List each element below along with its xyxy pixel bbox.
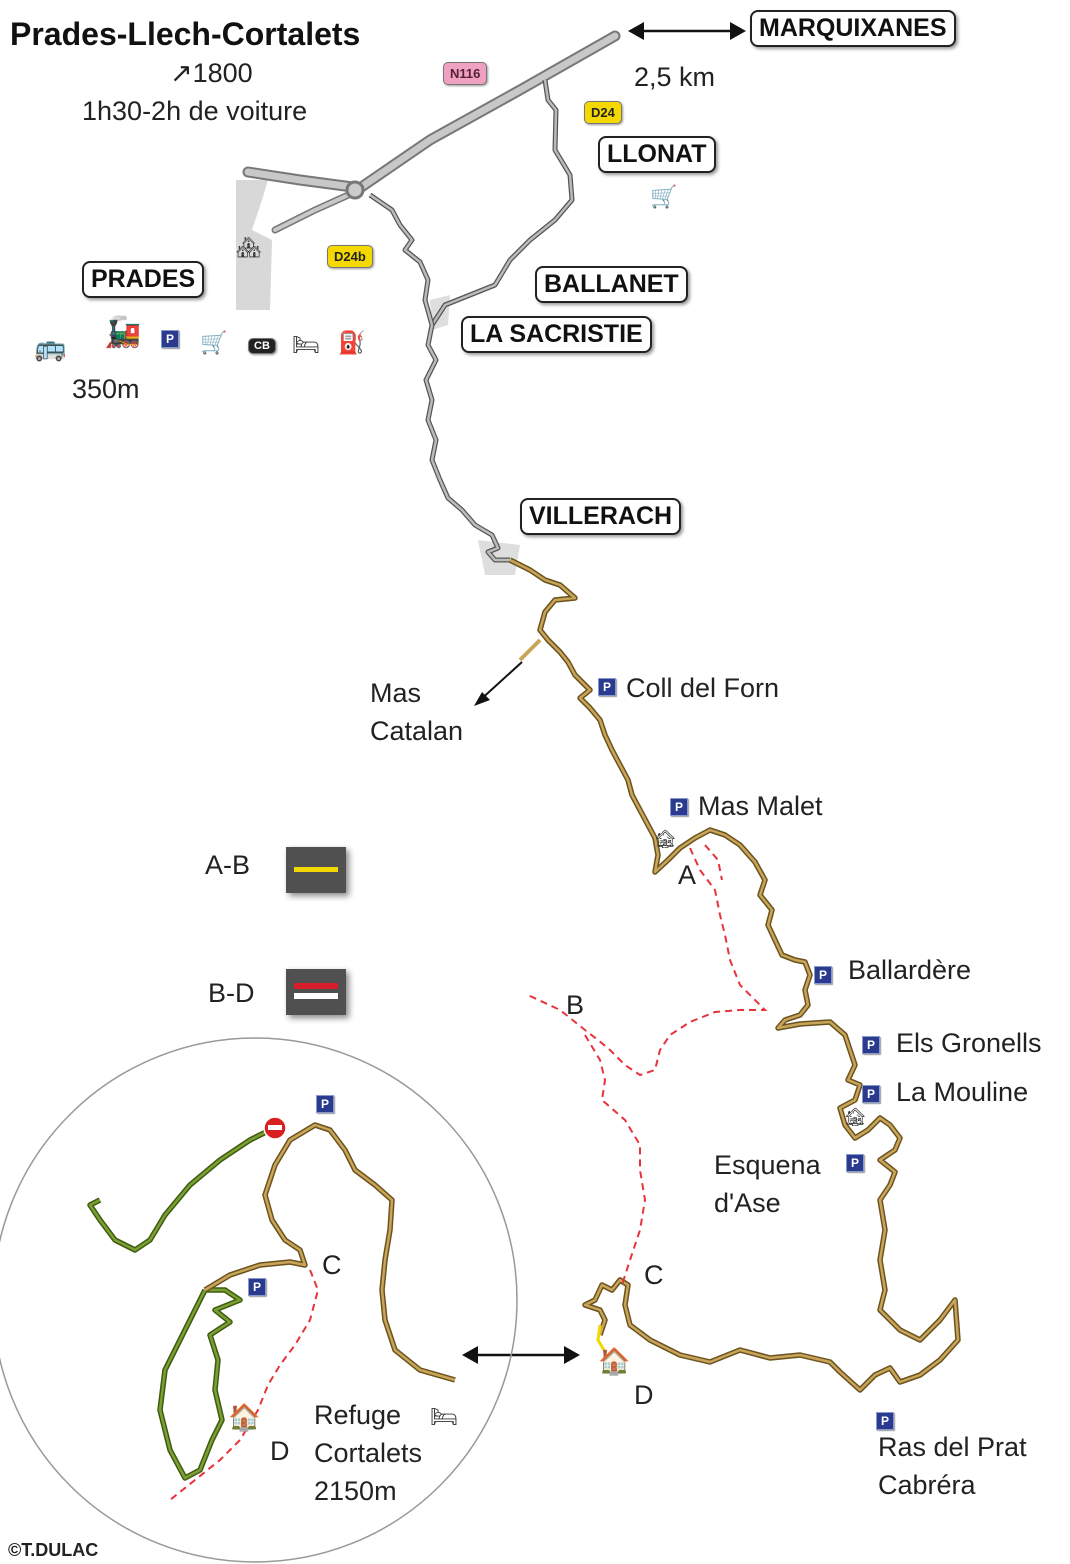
road-badge-n116: N116 (443, 62, 488, 85)
mas-catalan-branch (518, 638, 542, 662)
parking-icon: P (846, 1154, 864, 1172)
town-la-sacristie: LA SACRISTIE (461, 316, 652, 353)
bus-icon: 🚌 (34, 332, 67, 362)
altitude-gain: ↗1800 (170, 58, 253, 88)
ras-del-prat-line1: Ras del Prat (878, 1432, 1027, 1462)
inset-circle (0, 1037, 518, 1563)
legend-ab-label: A-B (205, 850, 251, 880)
parking-icon: P (316, 1095, 334, 1113)
ras-del-prat-line2: Cabréra (878, 1470, 976, 1500)
label-els-gronells: Els Gronells (896, 1028, 1042, 1058)
road-badge-d24: D24 (584, 101, 622, 124)
inset-brown-road-inner (204, 1123, 456, 1382)
inset-point-c: C (322, 1250, 342, 1280)
inset-arrowhead-left (462, 1346, 478, 1364)
legend-ab-swatch (286, 847, 346, 893)
drive-time: 1h30-2h de voiture (82, 96, 308, 126)
refuge-line1: Refuge (314, 1400, 402, 1430)
refuge-line2: Cortalets (314, 1438, 423, 1468)
refuge-icon: 🏠 (598, 1346, 631, 1376)
fuel-pump-icon: ⛽ (338, 330, 366, 355)
label-coll-del-forn: Coll del Forn (626, 673, 780, 703)
mas-catalan-arrow (477, 661, 523, 703)
marquixanes-arrowhead-right (730, 22, 746, 40)
inset-green-loop-inner (158, 1288, 242, 1480)
roundabout (345, 180, 365, 200)
parking-icon: P (161, 330, 179, 348)
mas-catalan-line1: Mas (370, 678, 422, 708)
marquixanes-arrowhead-left (628, 22, 644, 40)
prades-area (236, 180, 272, 310)
refuge-icon: 🏠 (228, 1402, 261, 1432)
trail-a-b (527, 847, 768, 1077)
inset-dashed-trail (169, 1269, 320, 1501)
bed-icon: 🛏 (430, 1404, 458, 1429)
mas-catalan-arrowhead (474, 692, 490, 706)
inset-point-d: D (270, 1436, 290, 1466)
road-d24b-inner (369, 193, 510, 562)
inset-green-loop (157, 1287, 243, 1481)
town-ballanet: BALLANET (535, 266, 688, 303)
point-d: D (634, 1380, 654, 1410)
parking-icon: P (862, 1036, 880, 1054)
town-marquixanes: MARQUIXANES (750, 10, 956, 47)
esquena-line2: d'Ase (714, 1188, 781, 1218)
label-ballardere: Ballardère (848, 955, 972, 985)
train-icon: 🚂 (104, 316, 142, 349)
parking-icon: P (862, 1085, 880, 1103)
copyright: ©T.DULAC (8, 1540, 99, 1560)
road-d24b (368, 192, 510, 563)
parking-icon: P (598, 678, 616, 696)
road-d24-inner (430, 79, 574, 326)
parking-icon: P (876, 1412, 894, 1430)
yellow-trail-segment (596, 1324, 606, 1351)
map-title: Prades-Llech-Cortalets (10, 16, 361, 52)
bed-icon: 🛏 (292, 332, 320, 357)
legend-bd-label: B-D (208, 978, 255, 1008)
label-la-mouline: La Mouline (896, 1077, 1029, 1107)
legend-bd-bar-red (294, 983, 338, 989)
main-road-n116-inner (244, 32, 619, 192)
refuge-altitude: 2150m (314, 1476, 397, 1506)
prades-link-road-inner (273, 190, 357, 232)
credit-card-icon: CB (248, 338, 276, 354)
prades-altitude: 350m (72, 374, 140, 404)
town-prades: PRADES (82, 261, 205, 298)
parking-icon: P (670, 798, 688, 816)
label-mas-malet: Mas Malet (698, 791, 823, 821)
esquena-line1: Esquena (714, 1150, 821, 1180)
legend-bd-swatch (286, 969, 346, 1015)
marquixanes-distance: 2,5 km (634, 62, 716, 92)
village-icon: 🏘 (236, 237, 262, 259)
town-llonat: LLONAT (598, 136, 716, 173)
hut-icon: 🏚 (654, 829, 677, 849)
road-badge-d24b: D24b (327, 245, 373, 268)
point-b: B (566, 990, 585, 1020)
no-entry-bar (268, 1125, 282, 1130)
trail-b-d (584, 1034, 647, 1286)
point-c: C (644, 1260, 664, 1290)
legend-ab-bar (294, 867, 338, 872)
shop-cart-icon: 🛒 (200, 330, 228, 355)
inset-green-road-inner (88, 1123, 281, 1252)
inset-arrowhead-right (564, 1346, 580, 1364)
town-villerach: VILLERACH (520, 498, 682, 535)
mountain-road-inner (509, 558, 960, 1392)
hut-icon: 🏚 (844, 1107, 867, 1127)
shop-cart-icon: 🛒 (650, 184, 678, 209)
point-a: A (678, 860, 697, 890)
parking-icon: P (814, 966, 832, 984)
mas-catalan-line2: Catalan (370, 716, 464, 746)
parking-icon: P (248, 1278, 266, 1296)
trail-a-branch (704, 844, 723, 881)
inset-green-road (87, 1122, 282, 1253)
legend-bd-bar-white (294, 993, 338, 999)
